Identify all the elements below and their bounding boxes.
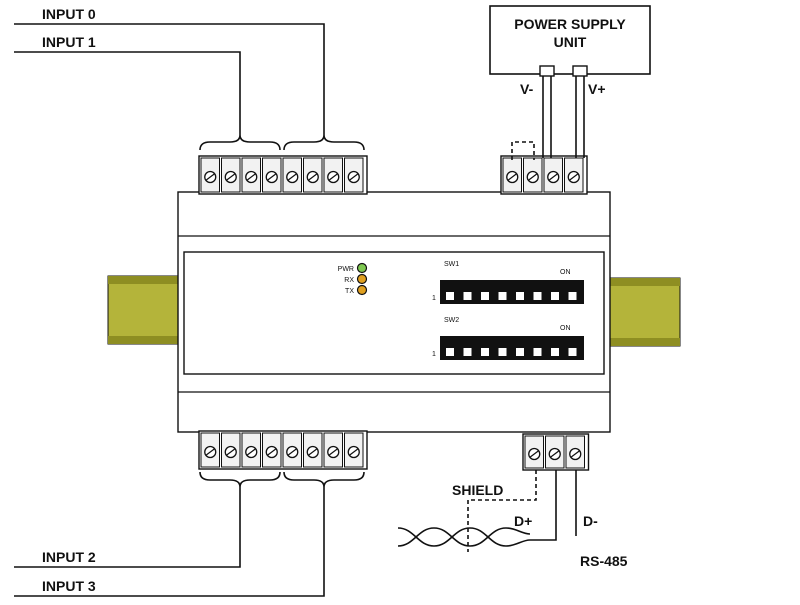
d-minus-label: D- [583,513,598,529]
input0-wire [14,23,325,135]
dip-switch-slider[interactable] [551,292,559,300]
power-jumper [511,141,535,160]
terminal-screw [262,432,282,468]
dip-switch-slider[interactable] [533,348,542,356]
input1-wire [14,51,241,135]
din-rail-left [107,275,181,345]
dip-switch-slider[interactable] [481,348,489,356]
terminal-screw [344,432,364,468]
shield-label: SHIELD [452,482,503,498]
psu-terminal-plus [572,65,588,77]
power-supply-unit: POWER SUPPLY UNIT [489,5,651,77]
terminal-screw [524,435,544,469]
terminal-screw [200,432,220,468]
terminal-screw [303,432,323,468]
input2-wire [14,487,241,568]
terminal-screw [221,157,241,193]
terminal-screw [303,157,323,193]
input1-label: INPUT 1 [42,34,96,50]
terminal-screw [543,157,563,193]
rs485-bus [397,470,577,552]
psu-terminal-minus [539,65,555,77]
module-housing [177,191,611,433]
terminal-screw [564,157,584,193]
dip-switch-slider[interactable] [463,292,472,300]
switch-on-label: ON [560,269,571,276]
shield-wire [467,470,537,552]
v-minus-label: V- [520,81,534,97]
status-led [356,273,368,285]
dip-switch-slider[interactable] [446,292,454,300]
terminal-screw [323,432,343,468]
terminal-screw [523,157,543,193]
psu-label-line1: POWER SUPPLY [514,16,626,32]
power-wires [511,76,585,160]
psu-label-line2: UNIT [554,34,587,50]
dip-switch-slider[interactable] [551,348,559,356]
status-led [356,284,368,296]
status-led [356,262,368,274]
switch-on-label: ON [560,325,571,332]
terminal-block-rs485 [522,433,590,471]
terminal-screw [282,157,302,193]
dip-switch-slider[interactable] [463,348,472,356]
switch-first-label: 1 [432,351,436,358]
dip-switch-slider[interactable] [516,292,524,300]
dip-switch-slider[interactable] [481,292,489,300]
terminal-block-top-inputs [198,155,368,195]
dip-switch-slider[interactable] [568,348,577,356]
switch-first-label: 1 [432,295,436,302]
input3-label: INPUT 3 [42,578,96,594]
d-plus-label: D+ [514,513,532,529]
dip-switch-slider[interactable] [498,348,507,356]
dip-switch-slider[interactable] [516,348,524,356]
led-label: TX [345,288,354,295]
terminal-screw [545,435,565,469]
terminal-screw [200,157,220,193]
terminal-block-power [500,155,588,195]
twisted-pair-b [397,527,531,547]
terminal-screw [282,432,302,468]
dip-switch-slider[interactable] [498,292,507,300]
switch-title: SW2 [444,317,459,324]
dip-switch-bank [440,336,584,360]
terminal-screw [262,157,282,193]
terminal-screw [241,432,261,468]
led-label: PWR [338,266,354,273]
input0-label: INPUT 0 [42,6,96,22]
d-plus-wire [530,470,557,541]
switch-title: SW1 [444,261,459,268]
led-label: RX [344,277,354,284]
terminal-block-bottom-inputs [198,430,368,470]
dip-switch-bank [440,280,584,304]
dip-switch-slider[interactable] [568,292,577,300]
dip-switch-slider[interactable] [533,292,542,300]
status-leds: PWR RX TX [338,262,368,296]
din-rail-right [607,277,681,347]
input3-wire [14,487,325,597]
terminal-screw [502,157,522,193]
input-wires [14,23,325,597]
terminal-screw [344,157,364,193]
terminal-screw [323,157,343,193]
terminal-screw [565,435,585,469]
rs485-label: RS-485 [580,553,628,569]
twisted-pair-a [397,527,531,547]
dip-switch-slider[interactable] [446,348,454,356]
terminal-screw [241,157,261,193]
v-plus-label: V+ [588,81,606,97]
input2-label: INPUT 2 [42,549,96,565]
terminal-screw [221,432,241,468]
